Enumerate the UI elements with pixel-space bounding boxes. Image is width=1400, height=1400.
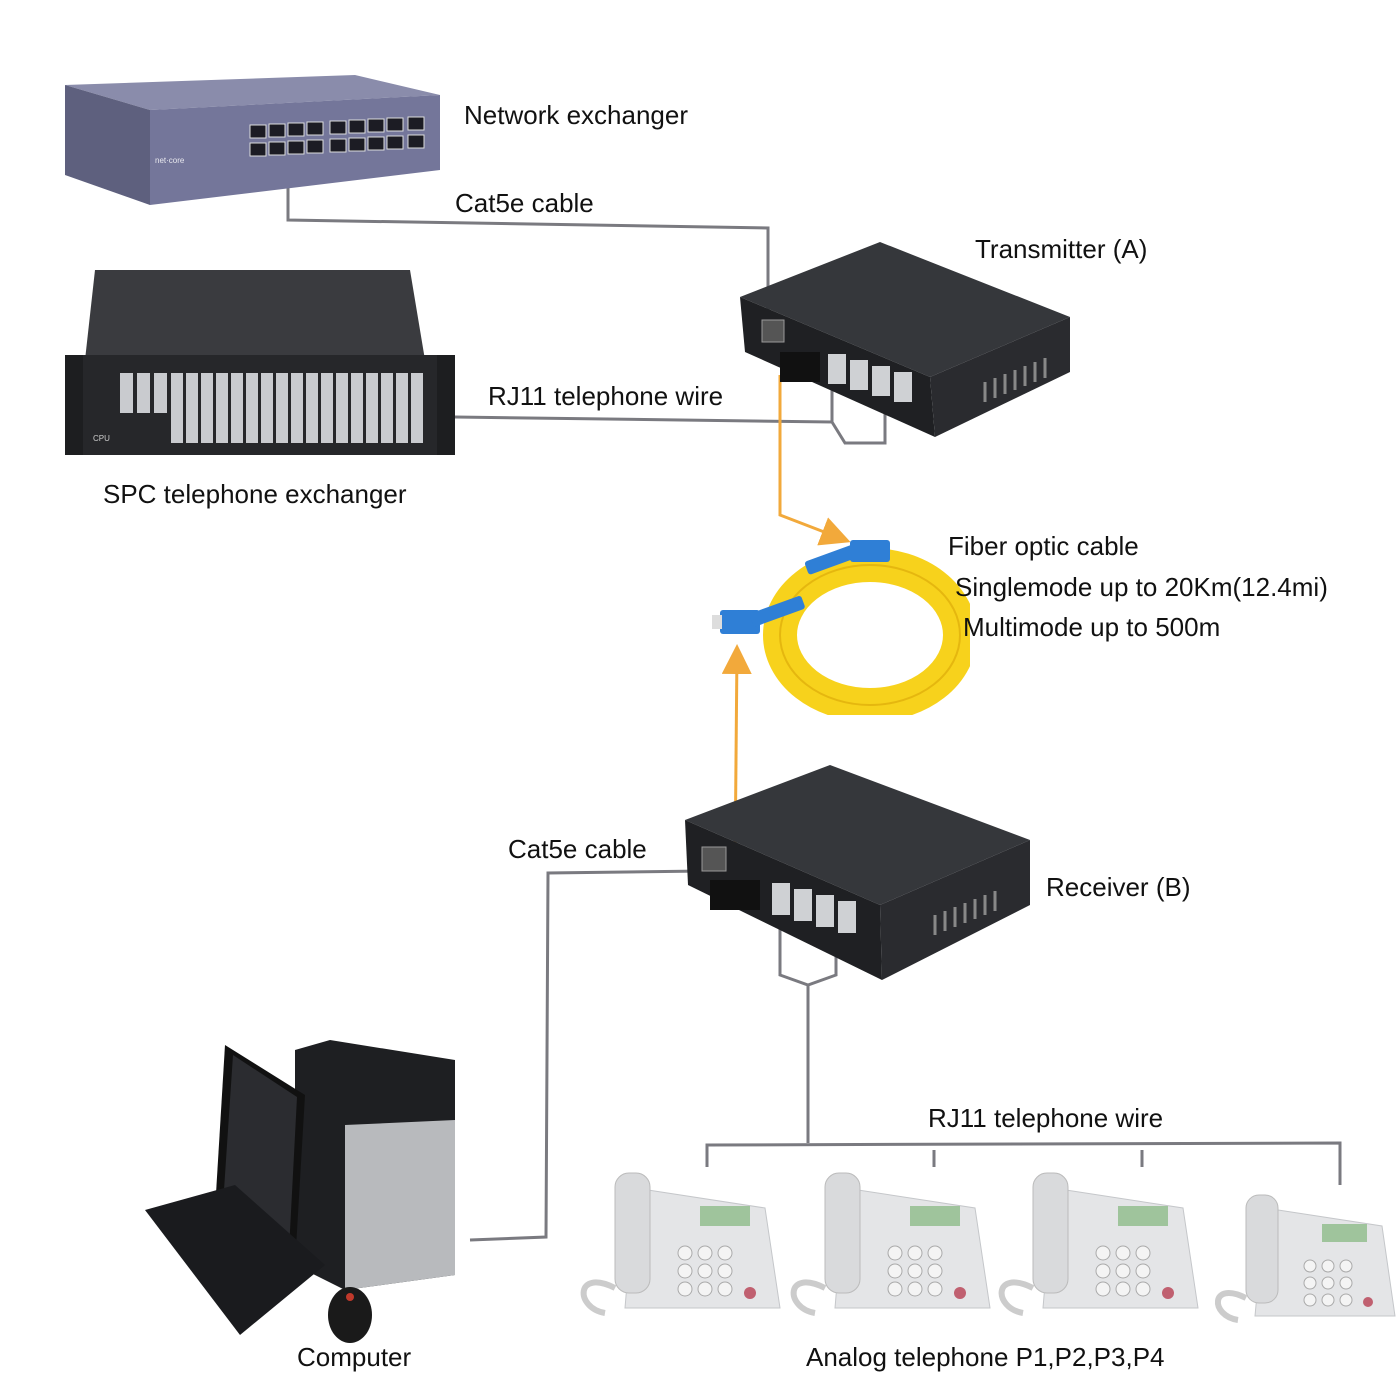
fiber-cable-icon	[710, 535, 977, 722]
transmitter-device-icon	[740, 242, 1075, 442]
network-switch-icon: net·core	[55, 75, 445, 210]
label-fiber-cable: Fiber optic cable	[948, 531, 1139, 561]
label-computer: Computer	[297, 1342, 412, 1372]
label-fiber-multimode: Multimode up to 500m	[963, 612, 1221, 642]
cat5e-cable-top	[286, 168, 770, 318]
telephone-p1-icon	[575, 1168, 785, 1318]
telephone-p3-icon	[993, 1168, 1203, 1318]
cat5e-cable-bottom	[469, 869, 706, 1242]
label-analog-telephones: Analog telephone P1,P2,P3,P4	[806, 1342, 1165, 1372]
rj11-wire-top-bridge	[830, 400, 887, 445]
label-transmitter: Transmitter (A)	[975, 234, 1148, 264]
telephone-p4-icon	[1210, 1190, 1400, 1325]
pbx-rack-icon: CPU	[65, 265, 455, 460]
rack-cpu-label: CPU	[93, 434, 110, 443]
label-spc-exchanger: SPC telephone exchanger	[103, 479, 407, 509]
desktop-computer-icon	[145, 1035, 465, 1350]
label-rj11-top: RJ11 telephone wire	[488, 381, 724, 411]
rj11-bus	[705, 1141, 1342, 1185]
label-network-exchanger: Network exchanger	[464, 100, 688, 130]
receiver-device-icon	[680, 765, 1035, 985]
fiber-link-top	[778, 375, 851, 546]
label-receiver: Receiver (B)	[1046, 872, 1191, 902]
label-cat5e-bottom: Cat5e cable	[508, 834, 647, 864]
label-fiber-singlemode: Singlemode up to 20Km(12.4mi)	[955, 572, 1328, 602]
telephone-p2-icon	[785, 1168, 995, 1318]
label-cat5e-top: Cat5e cable	[455, 188, 594, 218]
switch-brand: net·core	[155, 156, 185, 165]
label-rj11-bottom: RJ11 telephone wire	[928, 1103, 1164, 1133]
